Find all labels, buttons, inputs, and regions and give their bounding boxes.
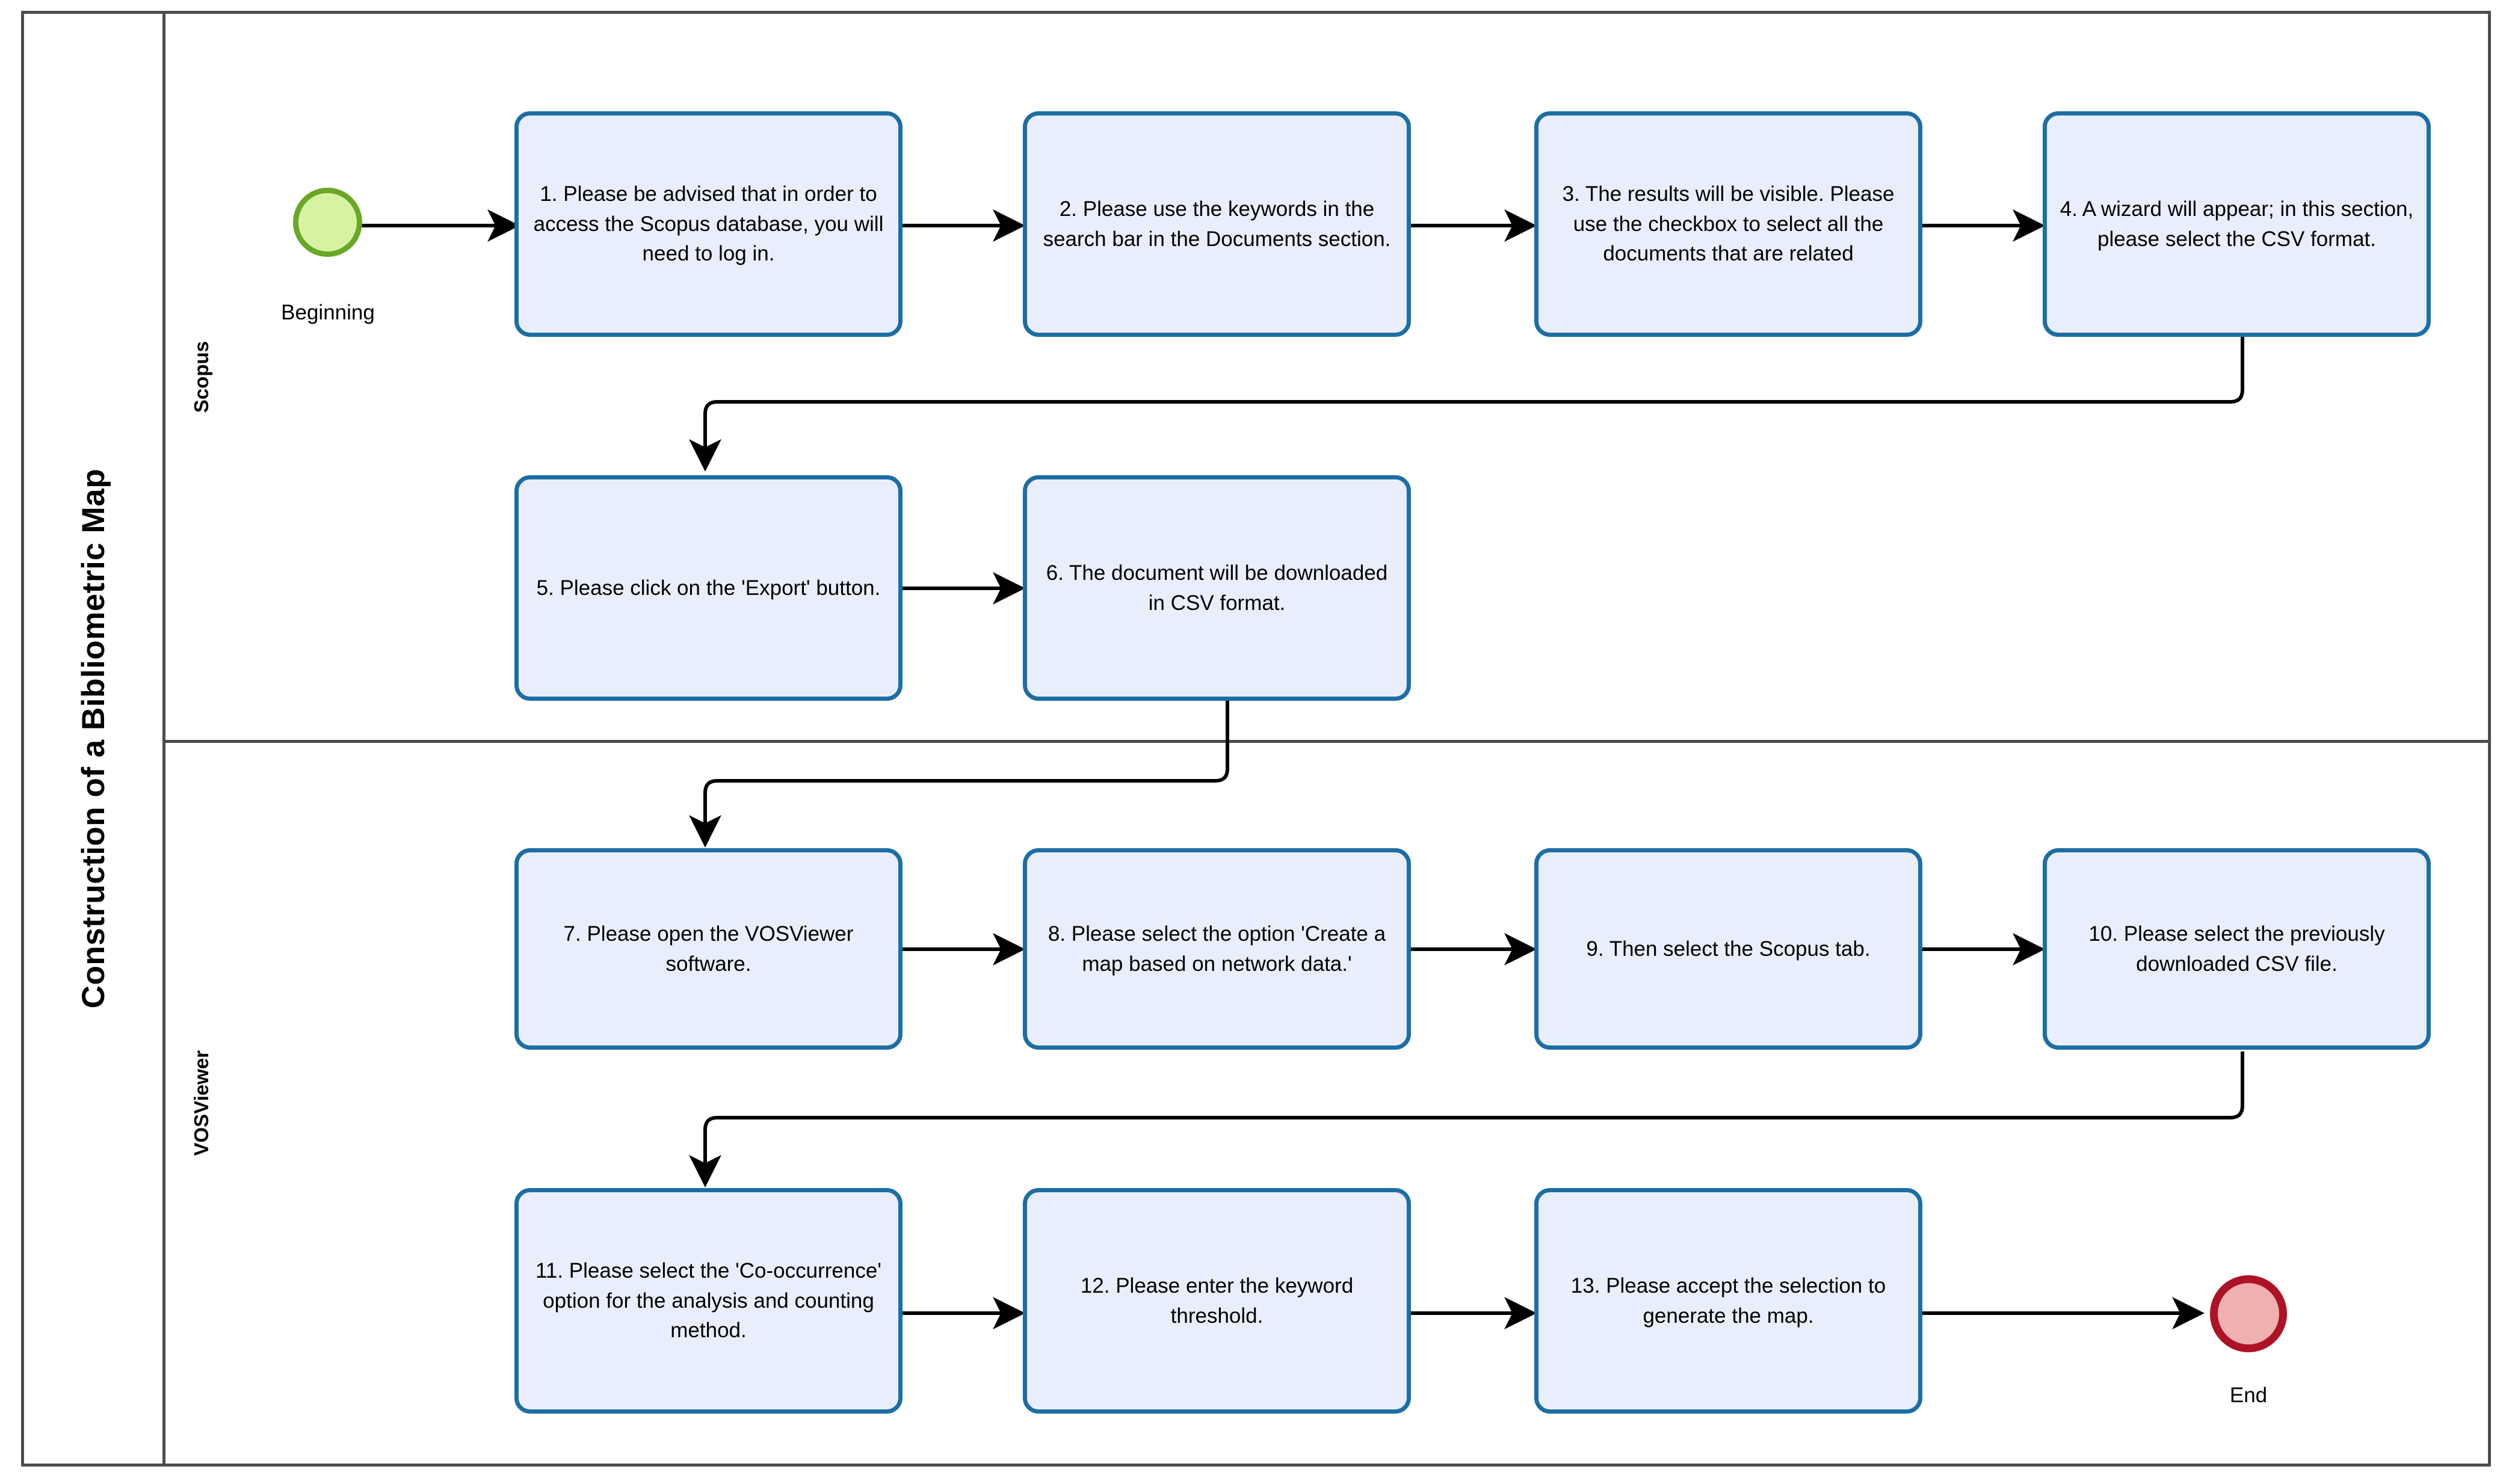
task-6[interactable]: 6. The document will be downloaded in CS… bbox=[1023, 475, 1411, 701]
lane-label-scopus-text: Scopus bbox=[190, 340, 212, 413]
task-2[interactable]: 2. Please use the keywords in the search… bbox=[1023, 111, 1411, 337]
pool-title: Construction of a Bibliometric Map bbox=[24, 14, 165, 1464]
task-13[interactable]: 13. Please accept the selection to gener… bbox=[1534, 1188, 1922, 1414]
end-event[interactable] bbox=[2210, 1275, 2287, 1352]
lane-label-vosviewer: VOSViewer bbox=[165, 743, 238, 1464]
task-1[interactable]: 1. Please be advised that in order to ac… bbox=[514, 111, 903, 337]
lane-divider bbox=[165, 740, 2491, 743]
task-4[interactable]: 4. A wizard will appear; in this section… bbox=[2043, 111, 2431, 337]
pool-title-label: Construction of a Bibliometric Map bbox=[75, 469, 111, 1009]
task-7[interactable]: 7. Please open the VOSViewer software. bbox=[514, 848, 903, 1050]
task-11[interactable]: 11. Please select the 'Co-occurrence' op… bbox=[514, 1188, 903, 1414]
task-5[interactable]: 5. Please click on the 'Export' button. bbox=[514, 475, 903, 701]
lane-label-vosviewer-text: VOSViewer bbox=[190, 1050, 212, 1156]
start-event-label: Beginning bbox=[281, 301, 375, 324]
end-event-label: End bbox=[2229, 1384, 2268, 1407]
task-10[interactable]: 10. Please select the previously downloa… bbox=[2043, 848, 2431, 1050]
start-event[interactable] bbox=[293, 188, 362, 257]
task-9[interactable]: 9. Then select the Scopus tab. bbox=[1534, 848, 1922, 1050]
task-12[interactable]: 12. Please enter the keyword threshold. bbox=[1023, 1188, 1411, 1414]
task-3[interactable]: 3. The results will be visible. Please u… bbox=[1534, 111, 1922, 337]
lane-label-scopus: Scopus bbox=[165, 14, 238, 740]
task-8[interactable]: 8. Please select the option 'Create a ma… bbox=[1023, 848, 1411, 1050]
